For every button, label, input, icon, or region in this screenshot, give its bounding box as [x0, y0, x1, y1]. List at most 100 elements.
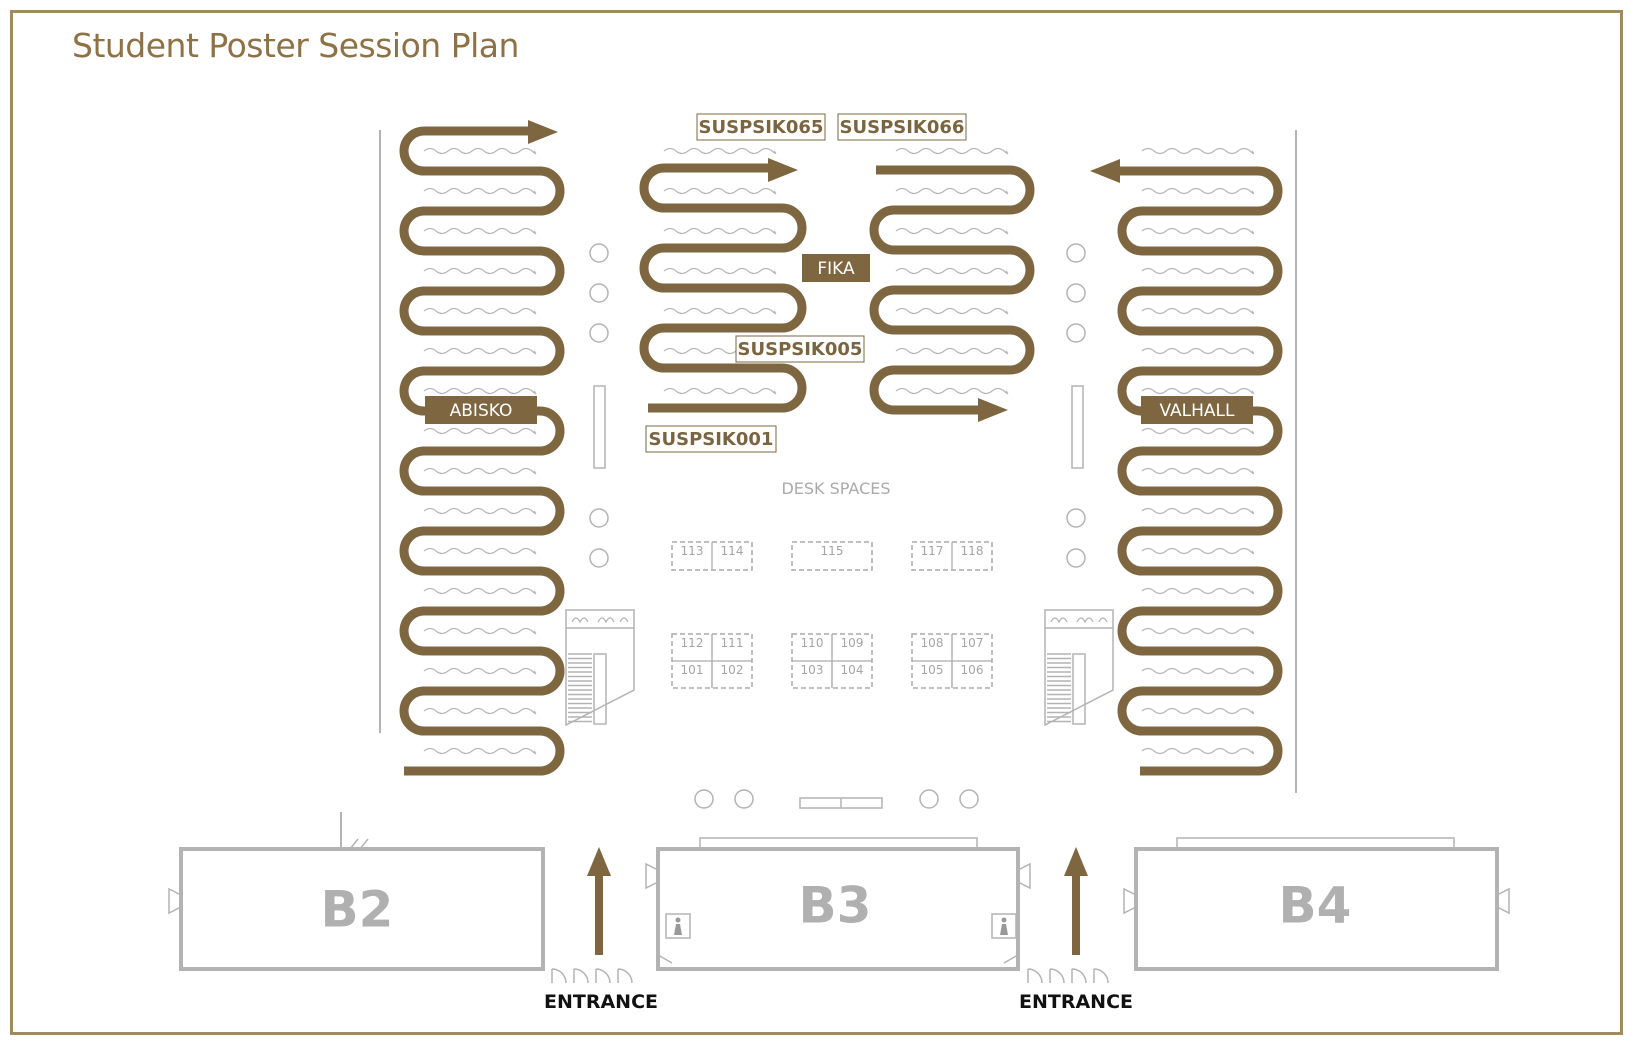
building-label-b4: B4	[1279, 877, 1352, 935]
poster-board	[1141, 547, 1255, 555]
round-table	[1066, 508, 1086, 528]
poster-board	[1141, 507, 1255, 515]
poster-board	[1141, 747, 1255, 755]
poster-board	[1141, 667, 1255, 675]
queue-path-center-right	[869, 165, 1035, 415]
round-table	[1066, 243, 1086, 263]
round-table	[589, 283, 609, 303]
queue-arrow-abisko	[528, 120, 558, 144]
poster-board	[423, 707, 537, 715]
poster-board	[423, 667, 537, 675]
entrance-doors	[551, 968, 1109, 984]
poster-board	[663, 387, 777, 395]
desk-number: 102	[721, 663, 744, 677]
round-table	[959, 789, 979, 809]
desk-number: 104	[841, 663, 864, 677]
poster-board	[423, 307, 537, 315]
poster-board	[1141, 187, 1255, 195]
svg-text:ABISKO: ABISKO	[450, 401, 513, 421]
building-b4: B4	[1123, 837, 1510, 971]
queue-arrow-center-left	[768, 158, 798, 182]
entrance-door	[1071, 968, 1087, 984]
round-table	[589, 508, 609, 528]
poster-board	[1141, 627, 1255, 635]
building-b2: B2	[168, 812, 545, 971]
poster-board	[423, 547, 537, 555]
room-label-valhall: VALHALL	[1141, 396, 1253, 424]
poster-board	[1141, 707, 1255, 715]
desk-number: 103	[801, 663, 824, 677]
poster-board	[423, 467, 537, 475]
poster-board	[1141, 467, 1255, 475]
svg-text:SUSPSIK001: SUSPSIK001	[649, 429, 774, 450]
queue-arrow-valhall	[1090, 159, 1120, 183]
poster-board	[895, 267, 1009, 275]
entrance-arrow-right	[1064, 847, 1088, 955]
room-label-fika: FIKA	[802, 254, 870, 282]
desk-number: 117	[921, 544, 944, 558]
pillar-left	[593, 385, 606, 469]
svg-text:SUSPSIK065: SUSPSIK065	[699, 117, 824, 138]
svg-text:FIKA: FIKA	[817, 259, 855, 279]
desk-number: 109	[841, 636, 864, 650]
entrance-door	[1093, 968, 1109, 984]
queue-path-center-left	[639, 163, 807, 413]
building-label-b2: B2	[321, 881, 394, 939]
code-box-suspsik005: SUSPSIK005	[735, 335, 865, 363]
desk-number: 114	[721, 544, 744, 558]
svg-text:VALHALL: VALHALL	[1160, 401, 1236, 421]
poster-board	[663, 227, 777, 235]
poster-board	[1141, 387, 1255, 395]
poster-board	[423, 187, 537, 195]
desk-number: 108	[921, 636, 944, 650]
desk-number: 115	[821, 544, 844, 558]
desk-number: 105	[921, 663, 944, 677]
desk-number: 118	[961, 544, 984, 558]
poster-board	[1141, 227, 1255, 235]
poster-board	[895, 307, 1009, 315]
poster-board	[423, 627, 537, 635]
desk-number: 112	[681, 636, 704, 650]
poster-board	[895, 227, 1009, 235]
round-table	[1066, 283, 1086, 303]
desk-block	[791, 541, 873, 571]
map-frame	[10, 10, 1623, 1035]
pillar-right	[1071, 385, 1084, 469]
poster-board	[423, 427, 537, 435]
desk-number: 110	[801, 636, 824, 650]
entrance-door	[573, 968, 589, 984]
poster-board	[423, 387, 537, 395]
poster-board	[423, 587, 537, 595]
round-table	[694, 789, 714, 809]
poster-board	[895, 387, 1009, 395]
round-table	[589, 243, 609, 263]
desk-spaces-title: DESK SPACES	[781, 479, 890, 498]
entrance-door	[1027, 968, 1043, 984]
poster-board	[423, 347, 537, 355]
entrance-door	[595, 968, 611, 984]
entrance-door	[1049, 968, 1065, 984]
desk-number: 113	[681, 544, 704, 558]
poster-board	[423, 147, 537, 155]
queue-path-valhall	[1117, 166, 1283, 776]
poster-board	[895, 347, 1009, 355]
poster-board	[1141, 347, 1255, 355]
code-box-suspsik065: SUSPSIK065	[696, 113, 826, 141]
entrance-door	[551, 968, 567, 984]
queue-paths	[399, 120, 1283, 776]
poster-board	[1141, 267, 1255, 275]
poster-board	[663, 267, 777, 275]
poster-board	[423, 227, 537, 235]
poster-board	[895, 187, 1009, 195]
round-table	[589, 548, 609, 568]
poster-boards	[423, 147, 1255, 755]
code-box-suspsik066: SUSPSIK066	[837, 113, 967, 141]
entrance-arrow-left	[587, 847, 611, 955]
code-box-suspsik001: SUSPSIK001	[645, 425, 777, 453]
svg-text:SUSPSIK005: SUSPSIK005	[738, 339, 863, 360]
building-b3: B3	[645, 837, 1031, 971]
stairs-right	[1044, 609, 1114, 727]
poster-board	[1141, 307, 1255, 315]
round-table	[1066, 548, 1086, 568]
